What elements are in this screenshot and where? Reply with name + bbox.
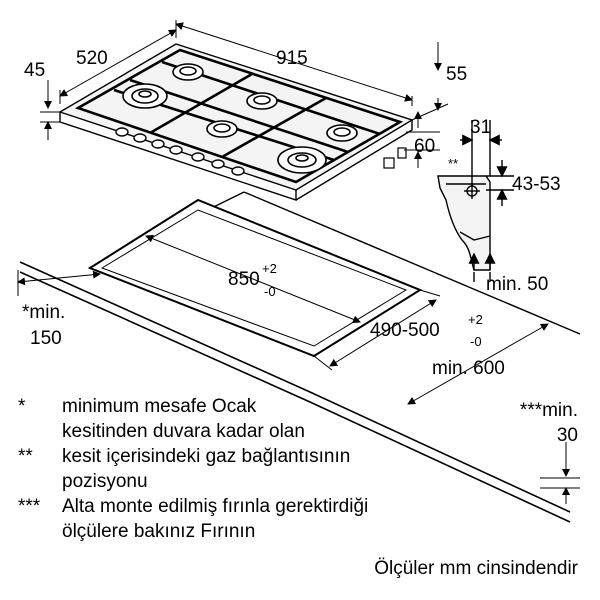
dim-label-43-53: 43-53 bbox=[512, 174, 561, 195]
footnote-text: kesit içerisindeki gaz bağlantısının bbox=[62, 446, 351, 467]
countertop-front-edge-lower bbox=[19, 271, 571, 523]
countertop-wall-line bbox=[243, 191, 581, 335]
right-min-label-line1: ***min. bbox=[519, 400, 578, 421]
footnote-mark: *** bbox=[18, 496, 41, 517]
dim-label-left-min: *min. bbox=[22, 302, 65, 323]
dim-label-490-500-tol-minus: -0 bbox=[470, 334, 482, 349]
countertop-dimension-lines bbox=[17, 234, 580, 504]
dim-label-520: 520 bbox=[76, 48, 108, 69]
dim-label-31: 31 bbox=[470, 117, 491, 138]
dim-label-490-500: 490-500 bbox=[370, 320, 440, 341]
footnote-text: pozisyonu bbox=[62, 471, 148, 492]
mounting-bracket-profile bbox=[437, 120, 514, 282]
dim-label-55: 55 bbox=[446, 64, 467, 85]
dim-label-850-tol-plus: +2 bbox=[262, 261, 277, 276]
cooktop-front-edge bbox=[59, 112, 297, 201]
footnotes: * minimum mesafe Ocak kesitinden duvara … bbox=[18, 394, 588, 544]
dim-label-min-600: min. 600 bbox=[432, 358, 505, 379]
dim-label-915: 915 bbox=[276, 48, 308, 69]
dim-label-850-tol-minus: -0 bbox=[264, 284, 276, 299]
dim-label-60: 60 bbox=[414, 136, 435, 157]
unit-note: Ölçüler mm cinsindendir bbox=[374, 558, 578, 579]
footnote-2: ** kesit içerisindeki gaz bağlantısının … bbox=[18, 444, 588, 494]
dim-label-left-150: 150 bbox=[30, 328, 62, 349]
footnote-mark: * bbox=[18, 396, 26, 417]
control-knobs bbox=[115, 127, 245, 176]
right-min-30-label: ***min. 30 bbox=[520, 398, 578, 448]
footnote-text: minimum mesafe Ocak bbox=[62, 396, 257, 417]
right-min-label-line2: 30 bbox=[556, 425, 578, 446]
countertop-front-edge bbox=[19, 261, 571, 513]
dim-label-850: 850 bbox=[228, 269, 260, 290]
footnote-mark: ** bbox=[18, 446, 33, 467]
dim-label-min-50: min. 50 bbox=[486, 274, 548, 295]
footnote-1: * minimum mesafe Ocak kesitinden duvara … bbox=[18, 394, 588, 444]
cooktop-side-edge bbox=[295, 120, 413, 201]
footnote-text: Alta monte edilmiş fırınla gerektirdiği bbox=[62, 496, 369, 517]
cooktop-drawing bbox=[58, 43, 414, 201]
cooktop-connectors bbox=[383, 147, 407, 169]
dim-label-45: 45 bbox=[24, 60, 45, 81]
cooktop-dimension-lines bbox=[40, 20, 449, 168]
footnote-3: *** Alta monte edilmiş fırınla gerektird… bbox=[18, 494, 588, 544]
footnote-text: kesitinden duvara kadar olan bbox=[62, 421, 305, 442]
footnote-text: ölçülere bakınız Fırının bbox=[62, 521, 256, 542]
dim-label-490-500-tol-plus: +2 bbox=[468, 312, 483, 327]
gas-connection-marker: ** bbox=[448, 156, 458, 171]
